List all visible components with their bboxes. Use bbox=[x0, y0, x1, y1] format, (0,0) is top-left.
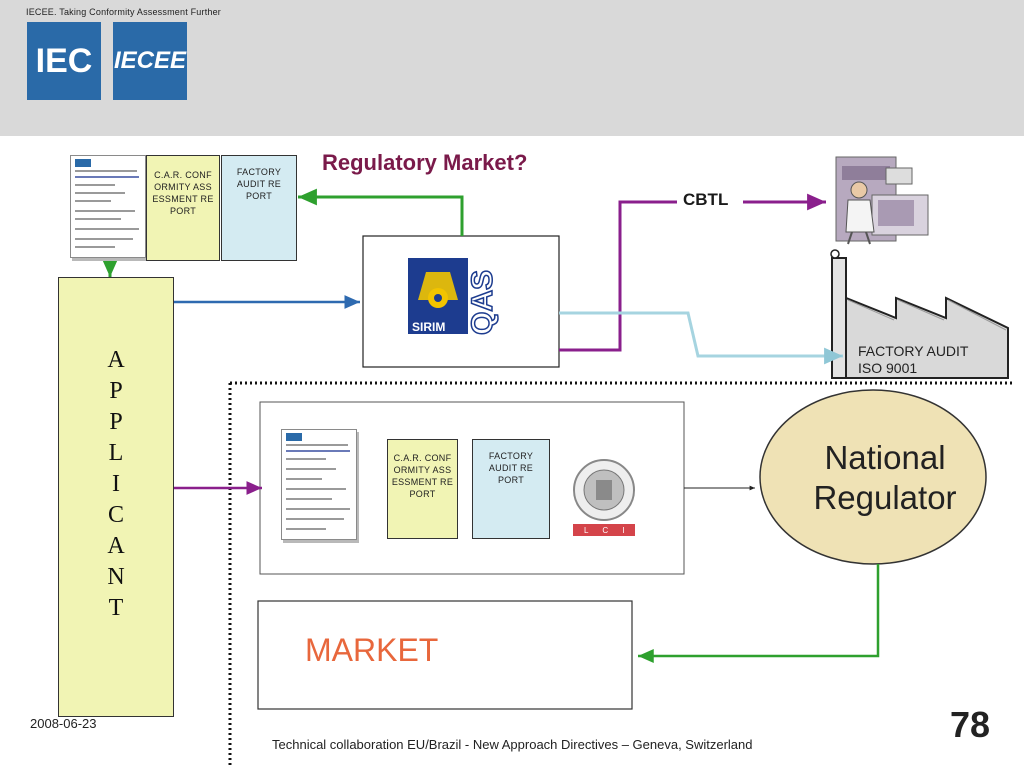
top-factory-report-label: FACTORY AUDIT REPORT bbox=[236, 167, 282, 201]
applicant-letter: L bbox=[108, 440, 124, 466]
diagram-title: Regulatory Market? bbox=[322, 150, 528, 175]
arrow-sirim-to-factory bbox=[559, 311, 843, 365]
applicant-letter: A bbox=[107, 347, 125, 373]
lcie-letters: L C I E bbox=[584, 526, 650, 535]
footer-text: Technical collaboration EU/Brazil - New … bbox=[272, 737, 753, 752]
dotted-frame bbox=[228, 381, 1012, 768]
applicant-letter: C bbox=[107, 502, 124, 528]
middle-factory-report-label: FACTORY AUDIT REPORT bbox=[488, 451, 534, 485]
arrow-sirim-to-factory-report bbox=[298, 188, 464, 236]
applicant-label: A P P L I C A N T bbox=[60, 345, 172, 624]
sirim-qas-logo: SIRIM QAS bbox=[408, 258, 500, 336]
market-label: MARKET bbox=[305, 632, 439, 668]
applicant-letter: N bbox=[107, 564, 125, 590]
factory-audit-label: FACTORY AUDIT ISO 9001 bbox=[858, 343, 969, 376]
middle-car-report-label: C.A.R. CONFORMITY ASSESSMENT REPORT bbox=[391, 453, 454, 499]
iecee-logo: IECEE bbox=[113, 22, 187, 100]
cbtl-connector bbox=[559, 200, 677, 352]
top-car-report-label: C.A.R. CONFORMITY ASSESSMENT REPORT bbox=[152, 170, 214, 216]
applicant-letter: I bbox=[112, 471, 120, 497]
page-number: 78 bbox=[950, 704, 991, 745]
top-car-report: C.A.R. CONFORMITY ASSESSMENT REPORT bbox=[146, 155, 220, 261]
applicant-letter: P bbox=[109, 409, 123, 435]
qas-text: QAS bbox=[466, 270, 499, 335]
cbtl-label: CBTL bbox=[683, 190, 729, 209]
sirim-text: SIRIM bbox=[412, 320, 445, 334]
applicant-letter: P bbox=[109, 378, 123, 404]
middle-certificate-document bbox=[281, 429, 357, 540]
middle-car-report: C.A.R. CONFORMITY ASSESSMENT REPORT bbox=[387, 439, 458, 539]
header-tagline: IECEE. Taking Conformity Assessment Furt… bbox=[26, 7, 222, 17]
applicant-letter: T bbox=[108, 595, 124, 621]
applicant-box bbox=[58, 277, 174, 717]
market-box bbox=[257, 600, 633, 710]
arrow-regulator-to-market bbox=[638, 564, 880, 663]
applicant-letter: A bbox=[107, 533, 125, 559]
iec-logo: IEC bbox=[27, 22, 101, 100]
middle-factory-audit-report: FACTORY AUDIT REPORT bbox=[472, 439, 550, 539]
lcie-logo: L C I E bbox=[573, 459, 650, 536]
national-regulator-label: National Regulator bbox=[813, 439, 957, 516]
footer-date: 2008-06-23 bbox=[30, 716, 97, 731]
top-certificate-document bbox=[70, 155, 146, 258]
lab-illustration bbox=[835, 156, 929, 245]
national-regulator-ellipse bbox=[759, 389, 987, 565]
top-factory-audit-report: FACTORY AUDIT REPORT bbox=[221, 155, 297, 261]
